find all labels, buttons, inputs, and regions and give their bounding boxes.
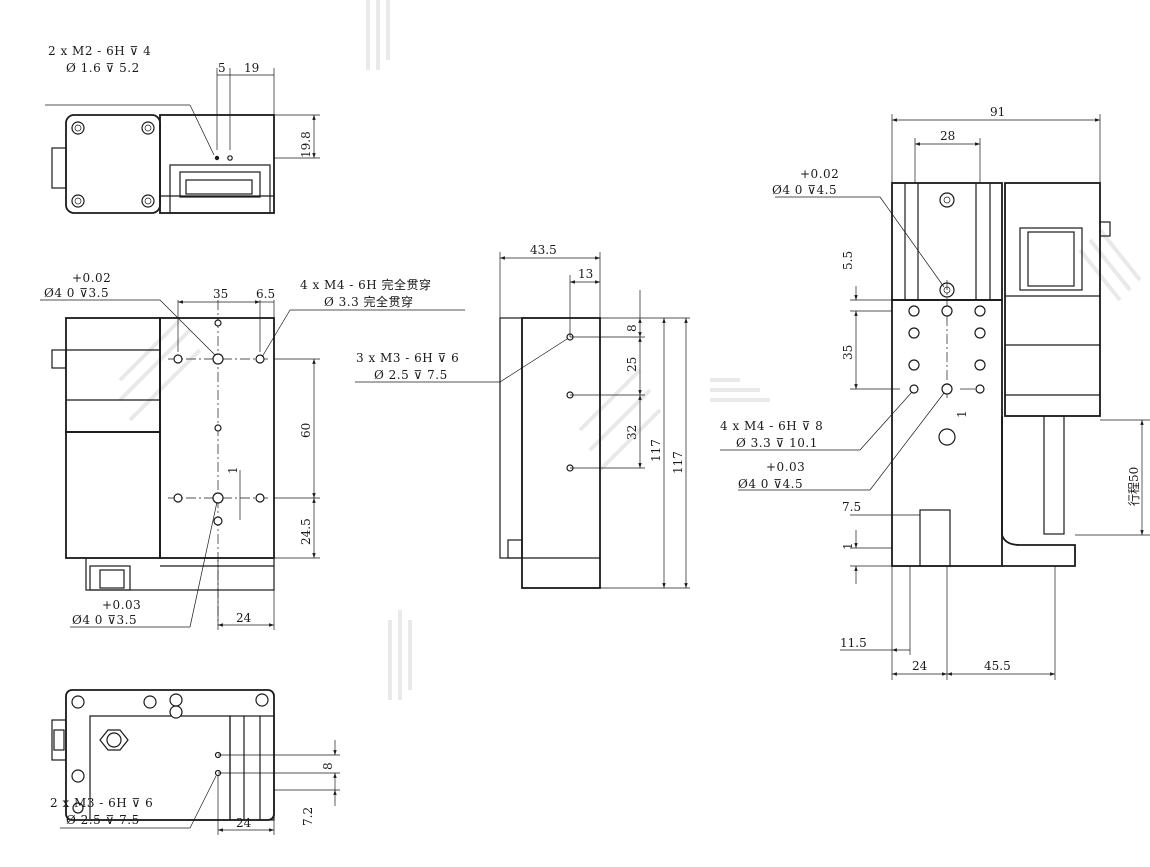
top-view-screw: [71, 194, 85, 208]
m4-hole: [173, 493, 183, 503]
dim-8-bottom: 8: [321, 762, 335, 770]
callout-m4-right-line2: Ø 3.3 ⊽ 10.1: [736, 436, 818, 450]
callout-pin-right-tol: +0.02: [800, 167, 839, 181]
dim-32: 32: [625, 425, 639, 440]
callout-pin-top: Ø4 0 ⊽3.5: [44, 286, 109, 300]
callout-m2-line1: 2 x M2 - 6H ⊽ 4: [48, 44, 151, 58]
hole: [214, 424, 222, 432]
dim-24-5: 24.5: [299, 518, 313, 545]
slot-hole: [213, 516, 223, 526]
callout-pin-bottom-tol: +0.03: [102, 598, 141, 612]
bottom-view: [51, 689, 340, 835]
dim-19-8: 19.8: [299, 131, 313, 158]
hole: [214, 319, 222, 327]
callout-pin-right: Ø4 0 ⊽4.5: [772, 183, 837, 197]
right-view: [720, 114, 1150, 680]
dim-13: 13: [578, 267, 593, 281]
watermark: [118, 0, 1142, 700]
callout-pin-top-tol: +0.02: [72, 271, 111, 285]
right-view-motor: [1004, 182, 1101, 417]
dim-6-5: 6.5: [256, 287, 275, 301]
m4-hole: [173, 354, 183, 364]
dim-7-5: 7.5: [842, 500, 861, 514]
dim-5: 5: [218, 61, 226, 75]
dim-24-bottom: 24: [236, 816, 252, 830]
stroke-label: 行程50: [1126, 467, 1141, 506]
dim-8-side: 8: [625, 324, 639, 332]
side-view-rail: [499, 317, 523, 559]
dim-19: 19: [244, 61, 259, 75]
dim-5-5: 5.5: [841, 251, 855, 270]
callout-m3-bottom-line1: 2 x M3 - 6H ⊽ 6: [50, 796, 153, 810]
dim-43-5: 43.5: [530, 243, 557, 257]
labels: 2 x M2 - 6H ⊽ 4 Ø 1.6 ⊽ 5.2 5 19 19.8 +0…: [44, 44, 1141, 830]
dim-1-right-bottom: 1: [841, 542, 855, 550]
callout-m4-line2: Ø 3.3 完全贯穿: [324, 294, 414, 309]
dim-11-5: 11.5: [840, 636, 867, 650]
front-view-base: [85, 557, 275, 591]
dim-117-b: 117: [671, 451, 685, 474]
top-view-screw: [71, 121, 85, 135]
dim-1-right: 1: [955, 410, 969, 418]
dim-35-right: 35: [841, 345, 855, 360]
m2-hole: [214, 155, 220, 161]
dim-28: 28: [940, 129, 955, 143]
callout-m3-side-line2: Ø 2.5 ⊽ 7.5: [374, 368, 448, 382]
callout-m3-bottom-line2: Ø 2.5 ⊽ 7.5: [66, 813, 140, 827]
dim-45-5: 45.5: [984, 659, 1011, 673]
top-view-connector: [51, 147, 67, 189]
top-view-screw: [141, 194, 155, 208]
callout-m4-right-line1: 4 x M4 - 6H ⊽ 8: [720, 419, 823, 433]
dim-25: 25: [625, 357, 639, 372]
dim-1-front: 1: [226, 466, 240, 474]
hex-nut: [99, 729, 129, 751]
callout-pin-right-bottom: Ø4 0 ⊽4.5: [738, 477, 803, 491]
side-view-body: [521, 317, 601, 589]
pin-hole-bottom: [212, 492, 224, 504]
front-view: [40, 299, 465, 630]
callout-m4-line1: 4 x M4 - 6H 完全贯穿: [300, 277, 432, 292]
dim-7-2: 7.2: [301, 807, 315, 826]
dim-91: 91: [990, 105, 1005, 119]
pin-hole: [227, 155, 233, 161]
callout-m2-line2: Ø 1.6 ⊽ 5.2: [66, 61, 140, 75]
right-view-bracket: [1001, 416, 1076, 567]
dim-24-right: 24: [912, 659, 928, 673]
top-view: [45, 68, 320, 214]
dim-60: 60: [299, 423, 313, 438]
dim-24-front: 24: [236, 611, 252, 625]
callout-pin-bottom: Ø4 0 ⊽3.5: [72, 613, 137, 627]
m4-hole: [255, 493, 265, 503]
side-view: [355, 252, 690, 589]
front-view-gearbox: [65, 431, 161, 559]
dim-35: 35: [213, 287, 228, 301]
callout-m3-side-line1: 3 x M3 - 6H ⊽ 6: [356, 351, 459, 365]
top-view-screw: [141, 121, 155, 135]
pin-hole-top: [212, 353, 224, 365]
callout-pin-right-bottom-tol: +0.03: [766, 460, 805, 474]
dim-117-a: 117: [649, 439, 663, 462]
